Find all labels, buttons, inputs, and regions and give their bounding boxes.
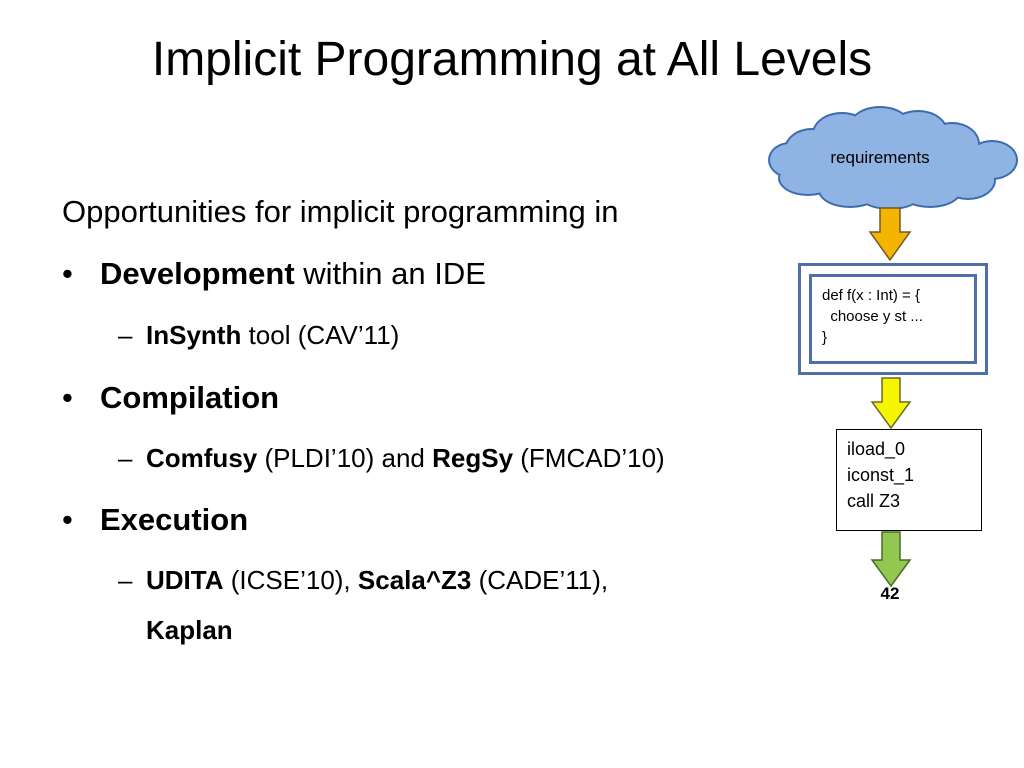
bullet-bold: Development: [100, 256, 295, 291]
sub-text-2: (FMCAD’10): [513, 443, 665, 473]
cloud-bump-outline: [848, 106, 912, 150]
bullet-bold: Execution: [100, 502, 249, 537]
source-code-box: def f(x : Int) = { choose y st ... }: [798, 263, 988, 375]
sub-text-2: (CADE’11),: [471, 565, 609, 595]
sub-bold: InSynth: [146, 320, 242, 350]
down-arrow-icon: [870, 377, 912, 430]
sub-dash: –: [118, 443, 133, 473]
sub-bold-kaplan: Kaplan: [146, 615, 233, 645]
sub-dash: –: [118, 565, 133, 595]
cloud-label: requirements: [830, 148, 930, 167]
cloud-bump-outline: [898, 172, 962, 208]
cloud-bump: [850, 108, 910, 148]
sub-bold: Comfusy: [146, 443, 258, 473]
cloud-bump: [858, 176, 922, 208]
slide-title: Implicit Programming at All Levels: [151, 33, 873, 86]
sub-bullet-insynth: –InSynth tool (CAV’11): [118, 318, 399, 352]
bullet-text: within an IDE: [294, 256, 486, 291]
code-line: }: [822, 329, 828, 346]
cloud-bump-outline: [818, 172, 882, 208]
sub-bullet-continuation: Kaplan: [146, 613, 233, 647]
sub-bullet-udita: –UDITA (ICSE’10), Scala^Z3 (CADE’11),: [118, 563, 608, 597]
code-line: choose y st ...: [822, 308, 923, 325]
sub-text: tool (CAV’11): [241, 320, 400, 350]
sub-bold-2: Scala^Z3: [357, 565, 472, 595]
bytecode-box: iload_0 iconst_1 call Z3: [836, 429, 982, 531]
intro-text: Opportunities for implicit programming i…: [62, 194, 619, 229]
bullet-development: • Development within an IDE: [62, 252, 486, 296]
bullet-dot: •: [62, 380, 73, 415]
down-arrow-icon: [868, 207, 912, 262]
sub-bold: UDITA: [146, 565, 224, 595]
bullet-dot: •: [62, 502, 73, 537]
source-code-inner: def f(x : Int) = { choose y st ... }: [809, 274, 977, 364]
cloud-bump-outline: [966, 140, 1018, 180]
sub-text: (PLDI’10) and: [257, 443, 433, 473]
bullet-bold: Compilation: [100, 380, 280, 415]
cloud-bump: [820, 174, 880, 206]
result-value: 42: [880, 584, 900, 603]
bytecode-line: call Z3: [847, 491, 901, 511]
down-arrow-icon: [870, 531, 912, 588]
sub-dash: –: [118, 320, 133, 350]
cloud-bump: [900, 174, 960, 206]
cloud-bump: [968, 142, 1016, 178]
bullet-dot: •: [62, 256, 73, 291]
bytecode-line: iload_0: [847, 439, 906, 459]
code-line: def f(x : Int) = {: [822, 287, 920, 304]
bullet-execution: • Execution: [62, 498, 248, 542]
bullet-compilation: • Compilation: [62, 376, 279, 420]
bytecode-line: iconst_1: [847, 465, 915, 485]
sub-bullet-comfusy: –Comfusy (PLDI’10) and RegSy (FMCAD’10): [118, 441, 665, 475]
sub-text: (ICSE’10),: [223, 565, 358, 595]
cloud-bump-outline: [856, 174, 924, 210]
sub-bold-2: RegSy: [432, 443, 514, 473]
